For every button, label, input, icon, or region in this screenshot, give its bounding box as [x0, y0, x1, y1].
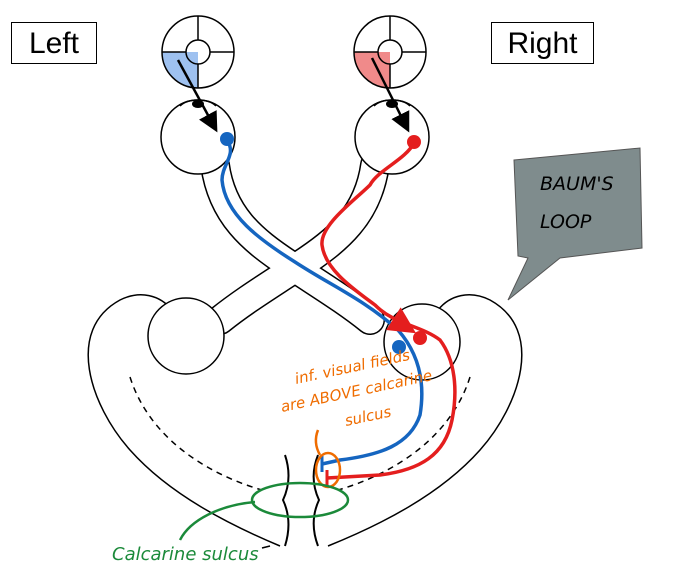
- red-retina-dot: [407, 135, 421, 149]
- calcarine-label: Calcarine sulcus: [112, 544, 259, 565]
- blue-pathway: [220, 141, 424, 466]
- red-pathway-arrow: [379, 307, 417, 334]
- blue-lgn-dot: [392, 340, 406, 354]
- calcarine-annotation: Calcarine sulcus: [112, 481, 350, 565]
- right-side-label: Right: [491, 22, 594, 64]
- right-light-arrow: [370, 57, 410, 133]
- inf-line3: sulcus: [343, 402, 393, 429]
- left-visual-field: [161, 15, 235, 89]
- orange-pointer: [314, 429, 322, 456]
- left-lgn: [147, 297, 225, 375]
- blue-retina-dot: [220, 132, 234, 146]
- left-light-arrow: [176, 59, 218, 133]
- green-circle-mark: [250, 481, 350, 519]
- left-side-label: Left: [11, 22, 97, 64]
- right-eye: [354, 99, 430, 175]
- callout-line2: LOOP: [540, 211, 592, 233]
- calcarine-lips: [281, 454, 321, 547]
- right-visual-field: [353, 15, 427, 89]
- red-lgn-dot: [413, 331, 427, 345]
- green-pointer: [178, 500, 256, 541]
- baums-loop-callout: BAUM'S LOOP: [507, 147, 643, 301]
- red-pathway: [320, 142, 457, 480]
- callout-line1: BAUM'S: [540, 173, 614, 195]
